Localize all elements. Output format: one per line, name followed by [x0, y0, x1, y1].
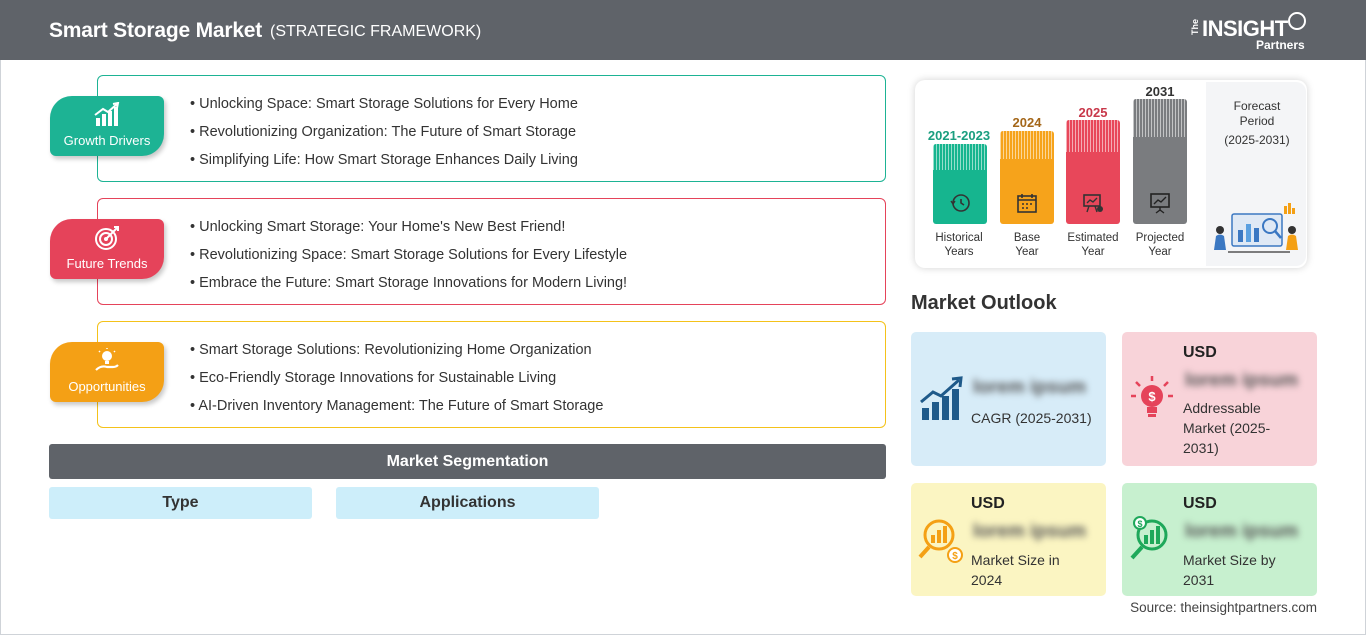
growth-drivers-list: Unlocking Space: Smart Storage Solutions…: [190, 94, 578, 178]
addressable-usd: USD: [1183, 344, 1217, 361]
growth-drivers-box: Unlocking Space: Smart Storage Solutions…: [97, 75, 886, 182]
list-item: AI-Driven Inventory Management: The Futu…: [190, 396, 603, 424]
cagr-description: CAGR (2025-2031): [971, 410, 1092, 426]
opportunities-badge: Opportunities: [50, 342, 164, 402]
growth-bars-icon: [920, 376, 963, 420]
source-credit[interactable]: Source: theinsightpartners.com: [1130, 600, 1317, 615]
market-outlook-title: Market Outlook: [911, 292, 1057, 314]
list-item: Revolutionizing Space: Smart Storage Sol…: [190, 245, 627, 273]
growth-chart-icon: [94, 102, 120, 126]
outlook-card-cagr: lorem ipsum CAGR (2025-2031): [911, 332, 1106, 466]
page-title: Smart Storage Market: [49, 19, 263, 42]
presentation-icon: [1083, 194, 1103, 213]
list-item: Embrace the Future: Smart Storage Innova…: [190, 273, 627, 301]
bar-base: [1000, 131, 1054, 224]
calendar-icon: [1017, 194, 1037, 213]
list-item: Unlocking Space: Smart Storage Solutions…: [190, 94, 578, 122]
svg-text:$: $: [1137, 519, 1142, 529]
cagr-value: lorem ipsum: [973, 377, 1086, 398]
market-segmentation-header: Market Segmentation: [49, 444, 886, 479]
year-historical: 2021-2023: [927, 128, 991, 143]
opportunities-box: Smart Storage Solutions: Revolutionizing…: [97, 321, 886, 428]
bar-historical: [933, 144, 987, 224]
list-item: Eco-Friendly Storage Innovations for Sus…: [190, 368, 603, 396]
analytics-people-icon: [1214, 203, 1298, 253]
logo-insight: INSIGHT: [1202, 16, 1288, 41]
forecast-period-range: (2025-2031): [1224, 133, 1290, 147]
insight-partners-logo[interactable]: The INSIGHT Partners: [1190, 10, 1310, 54]
bar-projected: [1133, 99, 1187, 224]
future-trends-list: Unlocking Smart Storage: Your Home's New…: [190, 217, 627, 301]
logo-partners: Partners: [1256, 38, 1305, 52]
year-projected: 2031: [1145, 84, 1175, 99]
history-clock-icon: [950, 194, 970, 212]
logo-swoosh-icon: [1288, 12, 1306, 30]
page-subtitle: (STRATEGIC FRAMEWORK): [270, 23, 482, 40]
target-icon: [95, 226, 119, 250]
size-2031-usd: USD: [1183, 495, 1217, 512]
addressable-value: lorem ipsum: [1185, 370, 1298, 391]
projection-board-icon: [1150, 193, 1170, 214]
bar-estimated: [1066, 120, 1120, 224]
dollar-magnifier-icon: $: [918, 519, 963, 563]
size-2024-value: lorem ipsum: [973, 521, 1086, 542]
list-item: Simplifying Life: How Smart Storage Enha…: [190, 150, 578, 178]
future-trends-box: Unlocking Smart Storage: Your Home's New…: [97, 198, 886, 305]
size-2031-value: lorem ipsum: [1185, 521, 1298, 542]
logo-the: The: [1190, 19, 1200, 36]
future-trends-badge: Future Trends: [50, 219, 164, 279]
header: Smart Storage Market (STRATEGIC FRAMEWOR…: [0, 0, 1366, 60]
year-base: 2024: [1012, 115, 1042, 130]
svg-text:$: $: [1148, 389, 1156, 404]
dollar-growth-magnifier-icon: $: [1130, 516, 1168, 560]
future-trends-label: Future Trends: [66, 256, 148, 271]
growth-drivers-badge: Growth Drivers: [50, 96, 164, 156]
opportunities-label: Opportunities: [68, 379, 146, 394]
segment-type[interactable]: Type: [49, 487, 312, 519]
dollar-bulb-icon: $: [1131, 376, 1173, 417]
year-estimated: 2025: [1078, 105, 1108, 120]
list-item: Revolutionizing Organization: The Future…: [190, 122, 578, 150]
size-2024-usd: USD: [971, 495, 1005, 512]
segment-applications[interactable]: Applications: [336, 487, 599, 519]
growth-drivers-label: Growth Drivers: [63, 133, 151, 148]
svg-text:$: $: [952, 551, 958, 562]
list-item: Smart Storage Solutions: Revolutionizing…: [190, 340, 603, 368]
list-item: Unlocking Smart Storage: Your Home's New…: [190, 217, 627, 245]
lightbulb-hand-icon: [95, 348, 119, 371]
opportunities-list: Smart Storage Solutions: Revolutionizing…: [190, 340, 603, 424]
